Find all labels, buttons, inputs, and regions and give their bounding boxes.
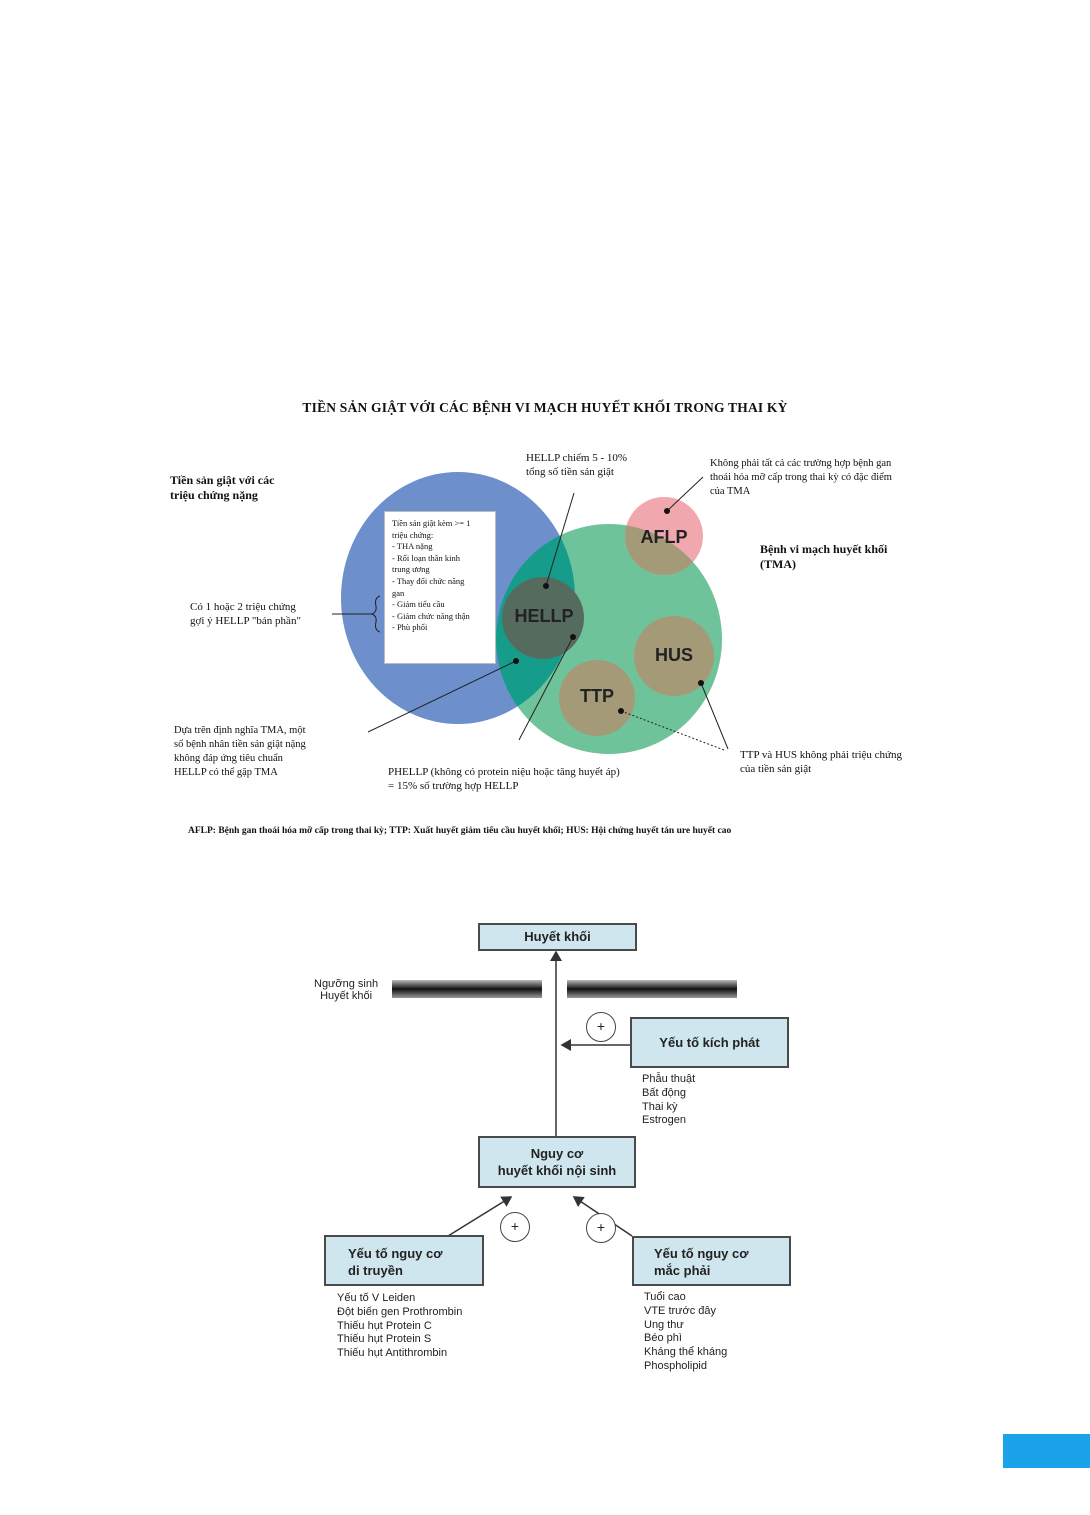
plus-icon: + (500, 1212, 530, 1242)
hellp-label: HELLP (514, 606, 574, 626)
aflp-note: Không phải tất cả các trường hợp bệnh ga… (710, 457, 892, 499)
tma-def-line: số bệnh nhân tiền sản giật nặng (174, 739, 306, 750)
criteria-line: triệu chứng: (392, 529, 434, 540)
list-item: Estrogen (642, 1114, 687, 1127)
genetic-list: Yếu tố V Leiden Đột biến gen Prothrombin… (337, 1292, 462, 1361)
acquired-risk-box: Yếu tố nguy cơ mắc phải (632, 1236, 791, 1286)
partial-note-line: Có 1 hoặc 2 triệu chứng (190, 601, 296, 613)
trigger-list: Phẫu thuật Bất động Thai kỳ Estrogen (642, 1073, 695, 1128)
ttp-hus-note-line: của tiền sản giật (740, 763, 812, 775)
list-item: Thiếu hụt Antithrombin (337, 1347, 448, 1360)
page-number-tab (1003, 1434, 1090, 1468)
partial-note-line: gợi ý HELLP "bán phần" (190, 615, 301, 627)
list-item: Yếu tố V Leiden (337, 1292, 416, 1304)
phellp-note-line: PHELLP (không có protein niệu hoặc tăng … (388, 766, 620, 778)
list-item: Đột biến gen Prothrombin (337, 1305, 463, 1318)
list-item: Ung thư (644, 1318, 684, 1331)
aflp-note-line: của TMA (710, 486, 751, 497)
threshold-bar-right (567, 980, 737, 998)
thrombosis-box: Huyết khối (478, 923, 637, 951)
threshold-label-line: Huyết khối (320, 990, 373, 1002)
ttp-hus-note-line: TTP và HUS không phải triệu chứng (740, 749, 902, 761)
aflp-label: AFLP (640, 527, 688, 547)
phellp-note: PHELLP (không có protein niệu hoặc tăng … (388, 765, 620, 793)
aflp-note-line: Không phải tất cả các trường hợp bệnh ga… (710, 458, 892, 469)
intrinsic-risk-line: huyết khối nội sinh (497, 1163, 617, 1178)
list-item: Bất động (642, 1086, 687, 1099)
list-item: Kháng thể kháng (644, 1346, 728, 1359)
hellp-note-line: HELLP chiếm 5 - 10% (526, 452, 628, 464)
list-item: VTE trước đây (644, 1304, 717, 1317)
tma-def-line: Dựa trên định nghĩa TMA, một (174, 725, 306, 736)
list-item: Phospholipid (644, 1359, 707, 1372)
criteria-box: Tiền sản giật kèm >= 1 triệu chứng: - TH… (384, 511, 496, 664)
criteria-line: - Giảm chức năng thận (392, 610, 470, 621)
list-item: Phẫu thuật (642, 1073, 696, 1085)
tma-def-line: HELLP có thể gặp TMA (174, 767, 278, 778)
venn-title: TIỀN SẢN GIẬT VỚI CÁC BỆNH VI MẠCH HUYẾT… (302, 400, 788, 415)
hellp-circle (502, 577, 584, 659)
acquired-list: Tuổi cao VTE trước đây Ung thư Béo phì K… (644, 1291, 727, 1374)
criteria-line: - Phù phổi (392, 622, 428, 633)
criteria-line: - Giảm tiểu cầu (392, 599, 445, 610)
hellp-note: HELLP chiếm 5 - 10% tổng số tiền sản giậ… (526, 451, 627, 479)
venn-footnote: AFLP: Bệnh gan thoái hóa mỡ cấp trong th… (188, 826, 732, 836)
left-heading-line: triệu chứng nặng (170, 488, 258, 502)
list-item: Béo phì (644, 1332, 682, 1345)
phellp-note-line: = 15% số trường hợp HELLP (388, 780, 519, 792)
criteria-line: - Thay đổi chức năng (392, 575, 465, 586)
genetic-risk-line: di truyền (348, 1263, 403, 1278)
threshold-label-line: Ngưỡng sinh (314, 978, 379, 990)
hus-circle (634, 616, 714, 696)
genetic-risk-line: Yếu tố nguy cơ (348, 1246, 443, 1261)
genetic-risk-box: Yếu tố nguy cơ di truyền (324, 1235, 484, 1286)
criteria-line: Tiền sản giật kèm >= 1 (392, 518, 471, 528)
list-item: Tuổi cao (644, 1291, 686, 1303)
trigger-factor-box: Yếu tố kích phát (630, 1017, 789, 1068)
criteria-line: gan (392, 587, 405, 598)
tma-heading-line: Bệnh vi mạch huyết khối (760, 542, 888, 556)
tma-heading: Bệnh vi mạch huyết khối (TMA) (760, 542, 887, 572)
criteria-line: trung ương (392, 564, 430, 575)
criteria-line: - THA nặng (392, 541, 433, 552)
partial-hellp-note: Có 1 hoặc 2 triệu chứng gợi ý HELLP "bán… (190, 600, 301, 628)
threshold-label: Ngưỡng sinh Huyết khối (314, 978, 378, 1002)
intrinsic-risk-box: Nguy cơ huyết khối nội sinh (478, 1136, 636, 1188)
left-heading-line: Tiền sản giật với các (170, 473, 275, 487)
plus-icon: + (586, 1012, 616, 1042)
acquired-risk-line: mắc phải (654, 1263, 711, 1278)
list-item: Thiếu hụt Protein C (337, 1319, 432, 1332)
ttp-hus-note: TTP và HUS không phải triệu chứng của ti… (740, 748, 902, 776)
criteria-line: - Rối loạn thần kinh (392, 552, 460, 563)
list-item: Thai kỳ (642, 1100, 678, 1113)
left-heading: Tiền sản giật với các triệu chứng nặng (170, 473, 274, 503)
list-item: Thiếu hụt Protein S (337, 1333, 432, 1346)
intrinsic-risk-line: Nguy cơ (530, 1146, 584, 1161)
ttp-circle (559, 660, 635, 736)
tma-definition-note: Dựa trên định nghĩa TMA, một số bệnh nhâ… (174, 724, 306, 780)
hellp-note-line: tổng số tiền sản giật (526, 466, 614, 478)
hus-label: HUS (654, 645, 693, 665)
acquired-risk-line: Yếu tố nguy cơ (654, 1246, 749, 1261)
threshold-bar-left (392, 980, 542, 998)
ttp-label: TTP (580, 686, 614, 706)
venn-leaders (332, 476, 729, 751)
tma-def-line: không đáp ứng tiêu chuẩn (174, 753, 283, 764)
tma-heading-line: (TMA) (760, 557, 796, 571)
plus-icon: + (586, 1213, 616, 1243)
aflp-note-line: thoái hóa mỡ cấp trong thai kỳ có đặc đi… (710, 472, 892, 483)
